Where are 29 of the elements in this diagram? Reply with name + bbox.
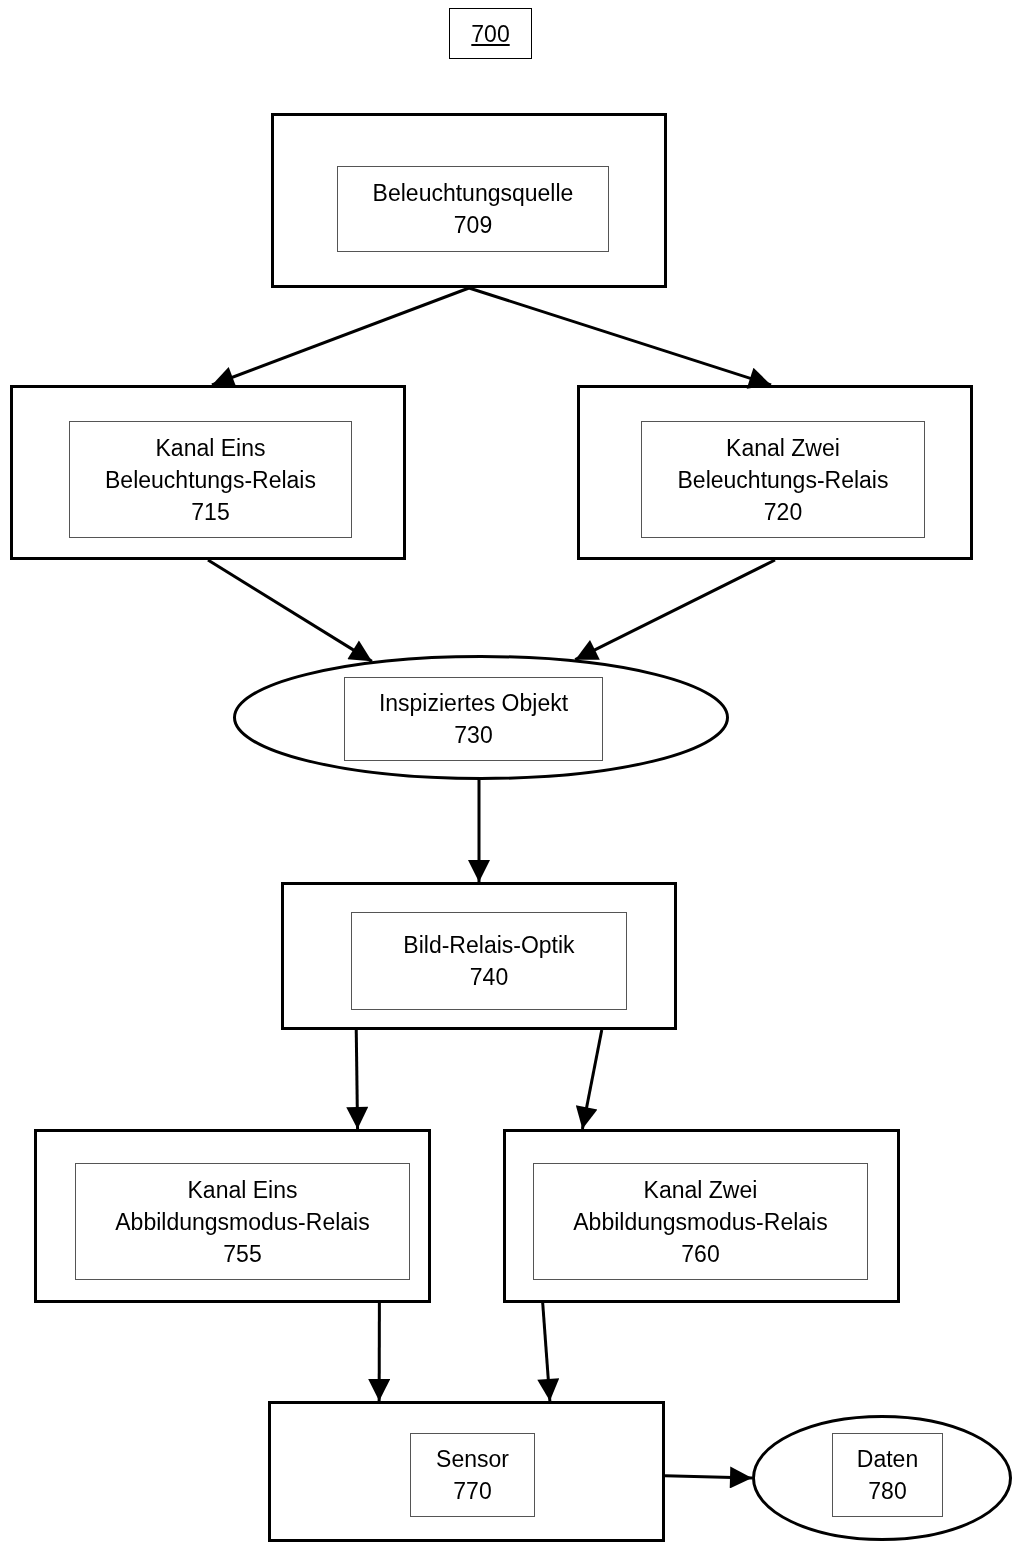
arrow xyxy=(211,286,470,388)
component-label: Daten 780 xyxy=(855,1445,920,1506)
arrow xyxy=(368,1303,391,1401)
arrow xyxy=(346,1029,369,1130)
arrow xyxy=(575,1029,604,1130)
outer-box xyxy=(281,882,677,1030)
outer-box xyxy=(271,113,667,288)
arrow xyxy=(468,286,772,389)
component-label: Sensor 770 xyxy=(435,1445,510,1506)
component-label: Beleuchtungsquelle 709 xyxy=(371,179,575,240)
component-label: Inspiziertes Objekt 730 xyxy=(377,689,570,750)
outer-box xyxy=(268,1401,665,1542)
outer-box xyxy=(503,1129,900,1303)
arrow xyxy=(207,558,373,663)
component-label: Kanal Eins Abbildungsmodus-Relais 755 xyxy=(114,1175,371,1269)
component-label: Kanal Eins Beleuchtungs-Relais 715 xyxy=(104,433,317,527)
outer-ellipse xyxy=(233,655,729,780)
outer-box xyxy=(10,385,406,560)
component-label: Kanal Zwei Abbildungsmodus-Relais 760 xyxy=(572,1175,829,1269)
arrow xyxy=(537,1302,560,1402)
arrow xyxy=(468,780,490,882)
outer-box xyxy=(34,1129,431,1303)
outer-ellipse xyxy=(752,1415,1012,1541)
outer-box xyxy=(577,385,973,560)
arrow xyxy=(574,558,776,662)
component-label: Bild-Relais-Optik 740 xyxy=(402,931,576,992)
component-label: Kanal Zwei Beleuchtungs-Relais 720 xyxy=(676,433,890,527)
figure-number: 700 xyxy=(471,19,510,49)
arrow xyxy=(664,1466,753,1489)
